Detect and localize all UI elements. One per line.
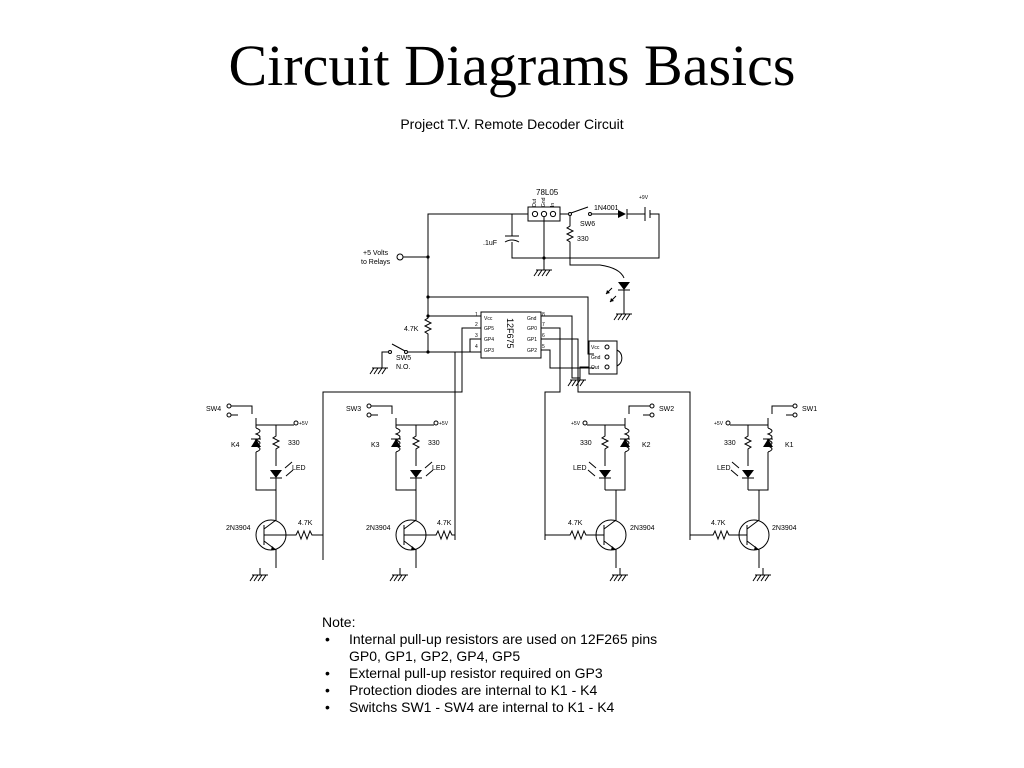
mcu-pin6-num: 6 <box>542 333 545 339</box>
switch-sw6-label: SW6 <box>580 221 595 228</box>
mcu-pin3-num: 3 <box>475 333 478 339</box>
channel-k1-relay-label: K1 <box>785 442 794 449</box>
channel-k3-transistor: 2N3904 <box>366 525 391 532</box>
ir-pin-gnd: Gnd <box>591 355 601 361</box>
mcu-pin4-num: 4 <box>475 344 478 350</box>
mcu-pin8-name: Gnd <box>527 316 537 322</box>
mcu-12f675: 12F675 Vcc GP5 GP4 GP3 1 2 3 4 Gnd GP0 G… <box>475 311 545 359</box>
bullet: • <box>325 631 330 647</box>
note-text: Protection diodes are internal to K1 - K… <box>349 682 598 698</box>
ir-pin-out: Out <box>591 365 600 371</box>
channel-k2-led-label: LED <box>573 465 587 472</box>
note-text: External pull-up resistor required on GP… <box>349 665 603 681</box>
note-item: • Protection diodes are internal to K1 -… <box>322 682 657 699</box>
regulator-pin-in: In <box>550 203 556 207</box>
channel-k2-led-resistor: 330 <box>580 440 592 447</box>
channel-k2-relay-label: K2 <box>642 442 651 449</box>
channel-k3-supply: +5V <box>439 421 449 427</box>
note-text: Internal pull-up resistors are used on 1… <box>349 631 658 647</box>
slide-subtitle: Project T.V. Remote Decoder Circuit <box>400 116 624 132</box>
channel-k1: SW1 K1 +5V 330 LED 4.7K 2N3904 <box>690 403 817 582</box>
switch-sw5-label: SW5 <box>396 355 411 362</box>
channel-k1-led-label: LED <box>717 465 731 472</box>
channel-k3-switch-label: SW3 <box>346 406 361 413</box>
channel-k1-switch-label: SW1 <box>802 406 817 413</box>
channel-k3-base-resistor: 4.7K <box>437 520 452 527</box>
channel-k3-led-label: LED <box>432 465 446 472</box>
mcu-pin2-name: GP5 <box>484 326 494 332</box>
slide-title: Circuit Diagrams Basics <box>228 33 796 98</box>
note-text-continued: GP0, GP1, GP2, GP4, GP5 <box>349 648 521 664</box>
ir-pin-vcc: Vcc <box>591 345 600 351</box>
channel-k1-supply: +5V <box>714 421 724 427</box>
regulator-label: 78L05 <box>536 188 559 197</box>
mcu-pin3-name: GP4 <box>484 337 494 343</box>
diode-label: 1N4001 <box>594 205 619 212</box>
regulator-pin-gnd: Gnd <box>541 197 547 207</box>
mcu-pin8-num: 8 <box>542 312 545 318</box>
notes-block: Note: • Internal pull-up resistors are u… <box>322 614 657 716</box>
channel-k3-led-resistor: 330 <box>428 440 440 447</box>
channel-k4-led-label: LED <box>292 465 306 472</box>
mcu-pin7-num: 7 <box>542 322 545 328</box>
power-section: 78L05 Out Gnd In .1uF 1N4001 SW6 +9V 330 <box>427 188 660 321</box>
mcu-pin5-name: GP2 <box>527 348 537 354</box>
relay-supply-label-1: +5 Volts <box>363 250 389 257</box>
channel-k2: SW2 K2 +5V 330 LED 4.7K 2N3904 <box>545 403 674 582</box>
channel-k4-relay-label: K4 <box>231 442 240 449</box>
mcu-pin6-name: GP1 <box>527 337 537 343</box>
channel-k2-transistor: 2N3904 <box>630 525 655 532</box>
mcu-pin2-num: 2 <box>475 322 478 328</box>
channel-k1-base-resistor: 4.7K <box>711 520 726 527</box>
mcu-pin4-name: GP3 <box>484 348 494 354</box>
notes-heading: Note: <box>322 614 356 630</box>
channel-k2-base-resistor: 4.7K <box>568 520 583 527</box>
channel-k2-supply: +5V <box>571 421 581 427</box>
regulator-pin-out: Out <box>532 198 538 207</box>
channel-k4-transistor: 2N3904 <box>226 525 251 532</box>
channel-k3: SW3 K3 +5V 330 LED 4.7K 2N3904 <box>346 403 455 582</box>
note-text: Switchs SW1 - SW4 are internal to K1 - K… <box>349 699 615 715</box>
channel-k4-led-resistor: 330 <box>288 440 300 447</box>
note-item: • Switchs SW1 - SW4 are internal to K1 -… <box>322 699 657 716</box>
note-item: • External pull-up resistor required on … <box>322 665 657 682</box>
channel-k3-relay-label: K3 <box>371 442 380 449</box>
capacitor-label: .1uF <box>483 240 497 247</box>
switch-sw5-type: N.O. <box>396 364 410 371</box>
resistor-330-power-label: 330 <box>577 236 589 243</box>
channel-k4-supply: +5V <box>299 421 309 427</box>
channel-k4-switch-label: SW4 <box>206 406 221 413</box>
mcu-pin5-num: 5 <box>542 344 545 350</box>
mcu-body <box>480 311 542 359</box>
mcu-pin1-name: Vcc <box>484 316 493 322</box>
mcu-pin1-num: 1 <box>475 312 478 318</box>
bullet: • <box>325 699 330 715</box>
ir-receiver: Vcc Gnd Out <box>567 340 623 387</box>
note-item: • Internal pull-up resistors are used on… <box>322 631 657 665</box>
channel-k2-switch-label: SW2 <box>659 406 674 413</box>
relay-supply-label-2: to Relays <box>361 259 391 266</box>
notes-list: • Internal pull-up resistors are used on… <box>322 631 657 716</box>
channel-k4: SW4 K4 +5V 330 LED 4.7K 2N3904 <box>206 403 323 582</box>
channel-k1-led-resistor: 330 <box>724 440 736 447</box>
pullup-label: 4.7K <box>404 326 419 333</box>
supply-9v-label: +9V <box>639 195 649 201</box>
mcu-part-label: 12F675 <box>505 318 515 349</box>
channel-k4-base-resistor: 4.7K <box>298 520 313 527</box>
circuit-schematic: 78L05 Out Gnd In .1uF 1N4001 SW6 +9V 330 <box>206 188 817 582</box>
channel-k1-transistor: 2N3904 <box>772 525 797 532</box>
bullet: • <box>325 665 330 681</box>
mcu-pin7-name: GP0 <box>527 326 537 332</box>
bullet: • <box>325 682 330 698</box>
